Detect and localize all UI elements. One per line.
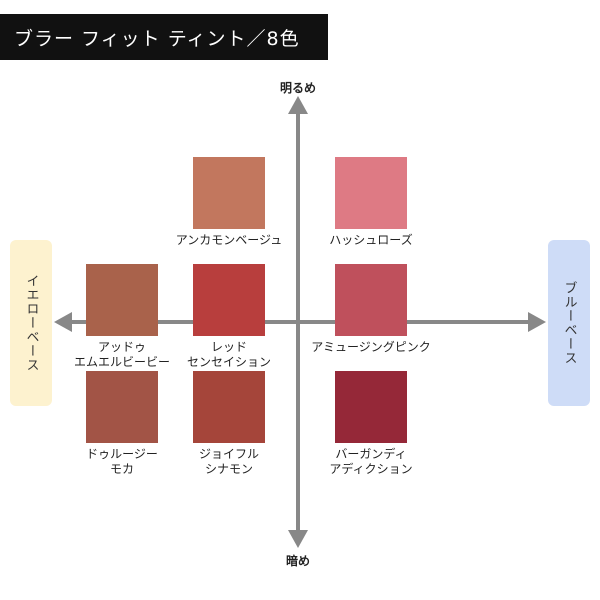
blue-base-box: ブルーベース (548, 240, 590, 406)
swatch-label: レッド センセイション (149, 340, 309, 370)
color-swatch (335, 157, 407, 229)
swatch-label: ドゥルージー モカ (42, 447, 202, 477)
arrow-up (288, 96, 308, 114)
swatch-label-line: アンカモンベージュ (175, 233, 283, 247)
arrow-right (528, 312, 546, 332)
axis-label-blue-base: ブルーベース (561, 281, 577, 365)
swatch-label: ハッシュローズ (291, 233, 451, 248)
color-swatch (335, 371, 407, 443)
swatch-label: アンカモンベージュ (149, 233, 309, 248)
page-title: ブラー フィット ティント／8色 (14, 27, 300, 50)
swatch-label-line: ドゥルージー (86, 447, 158, 461)
color-swatch (193, 264, 265, 336)
swatch-label-line: バーガンディ (335, 447, 407, 461)
swatch-label: バーガンディ アディクション (291, 447, 451, 477)
color-swatch (193, 157, 265, 229)
swatch-label-line: シナモン (204, 462, 253, 476)
swatch-label-line: アディクション (329, 462, 413, 476)
swatch-label-line: アッドゥ (97, 340, 146, 354)
swatch-label-line: ハッシュローズ (329, 233, 413, 247)
arrow-left (54, 312, 72, 332)
swatch-label-line: センセイション (186, 355, 271, 369)
axis-label-yellow-base: イエローベース (23, 274, 39, 372)
color-swatch (86, 264, 158, 336)
color-swatch (335, 264, 407, 336)
color-swatch (86, 371, 158, 443)
swatch-label-line: ジョイフル (198, 447, 259, 461)
swatch-label: アミュージングピンク (291, 340, 451, 355)
swatch-label-line: モカ (109, 462, 134, 476)
swatch-label: アッドゥ エムエルビービー (42, 340, 202, 370)
color-swatch (193, 371, 265, 443)
axis-label-bright: 明るめ (279, 81, 317, 95)
arrow-down (288, 530, 308, 548)
swatch-label: ジョイフル シナモン (149, 447, 309, 477)
yellow-base-box: イエローベース (10, 240, 52, 406)
swatch-label-line: アミュージングピンク (311, 340, 431, 354)
swatch-label-line: エムエルビービー (73, 355, 170, 369)
axis-label-dark: 暗め (285, 554, 311, 568)
swatch-label-line: レッド (210, 340, 247, 354)
title-bar: ブラー フィット ティント／8色 (0, 14, 328, 60)
